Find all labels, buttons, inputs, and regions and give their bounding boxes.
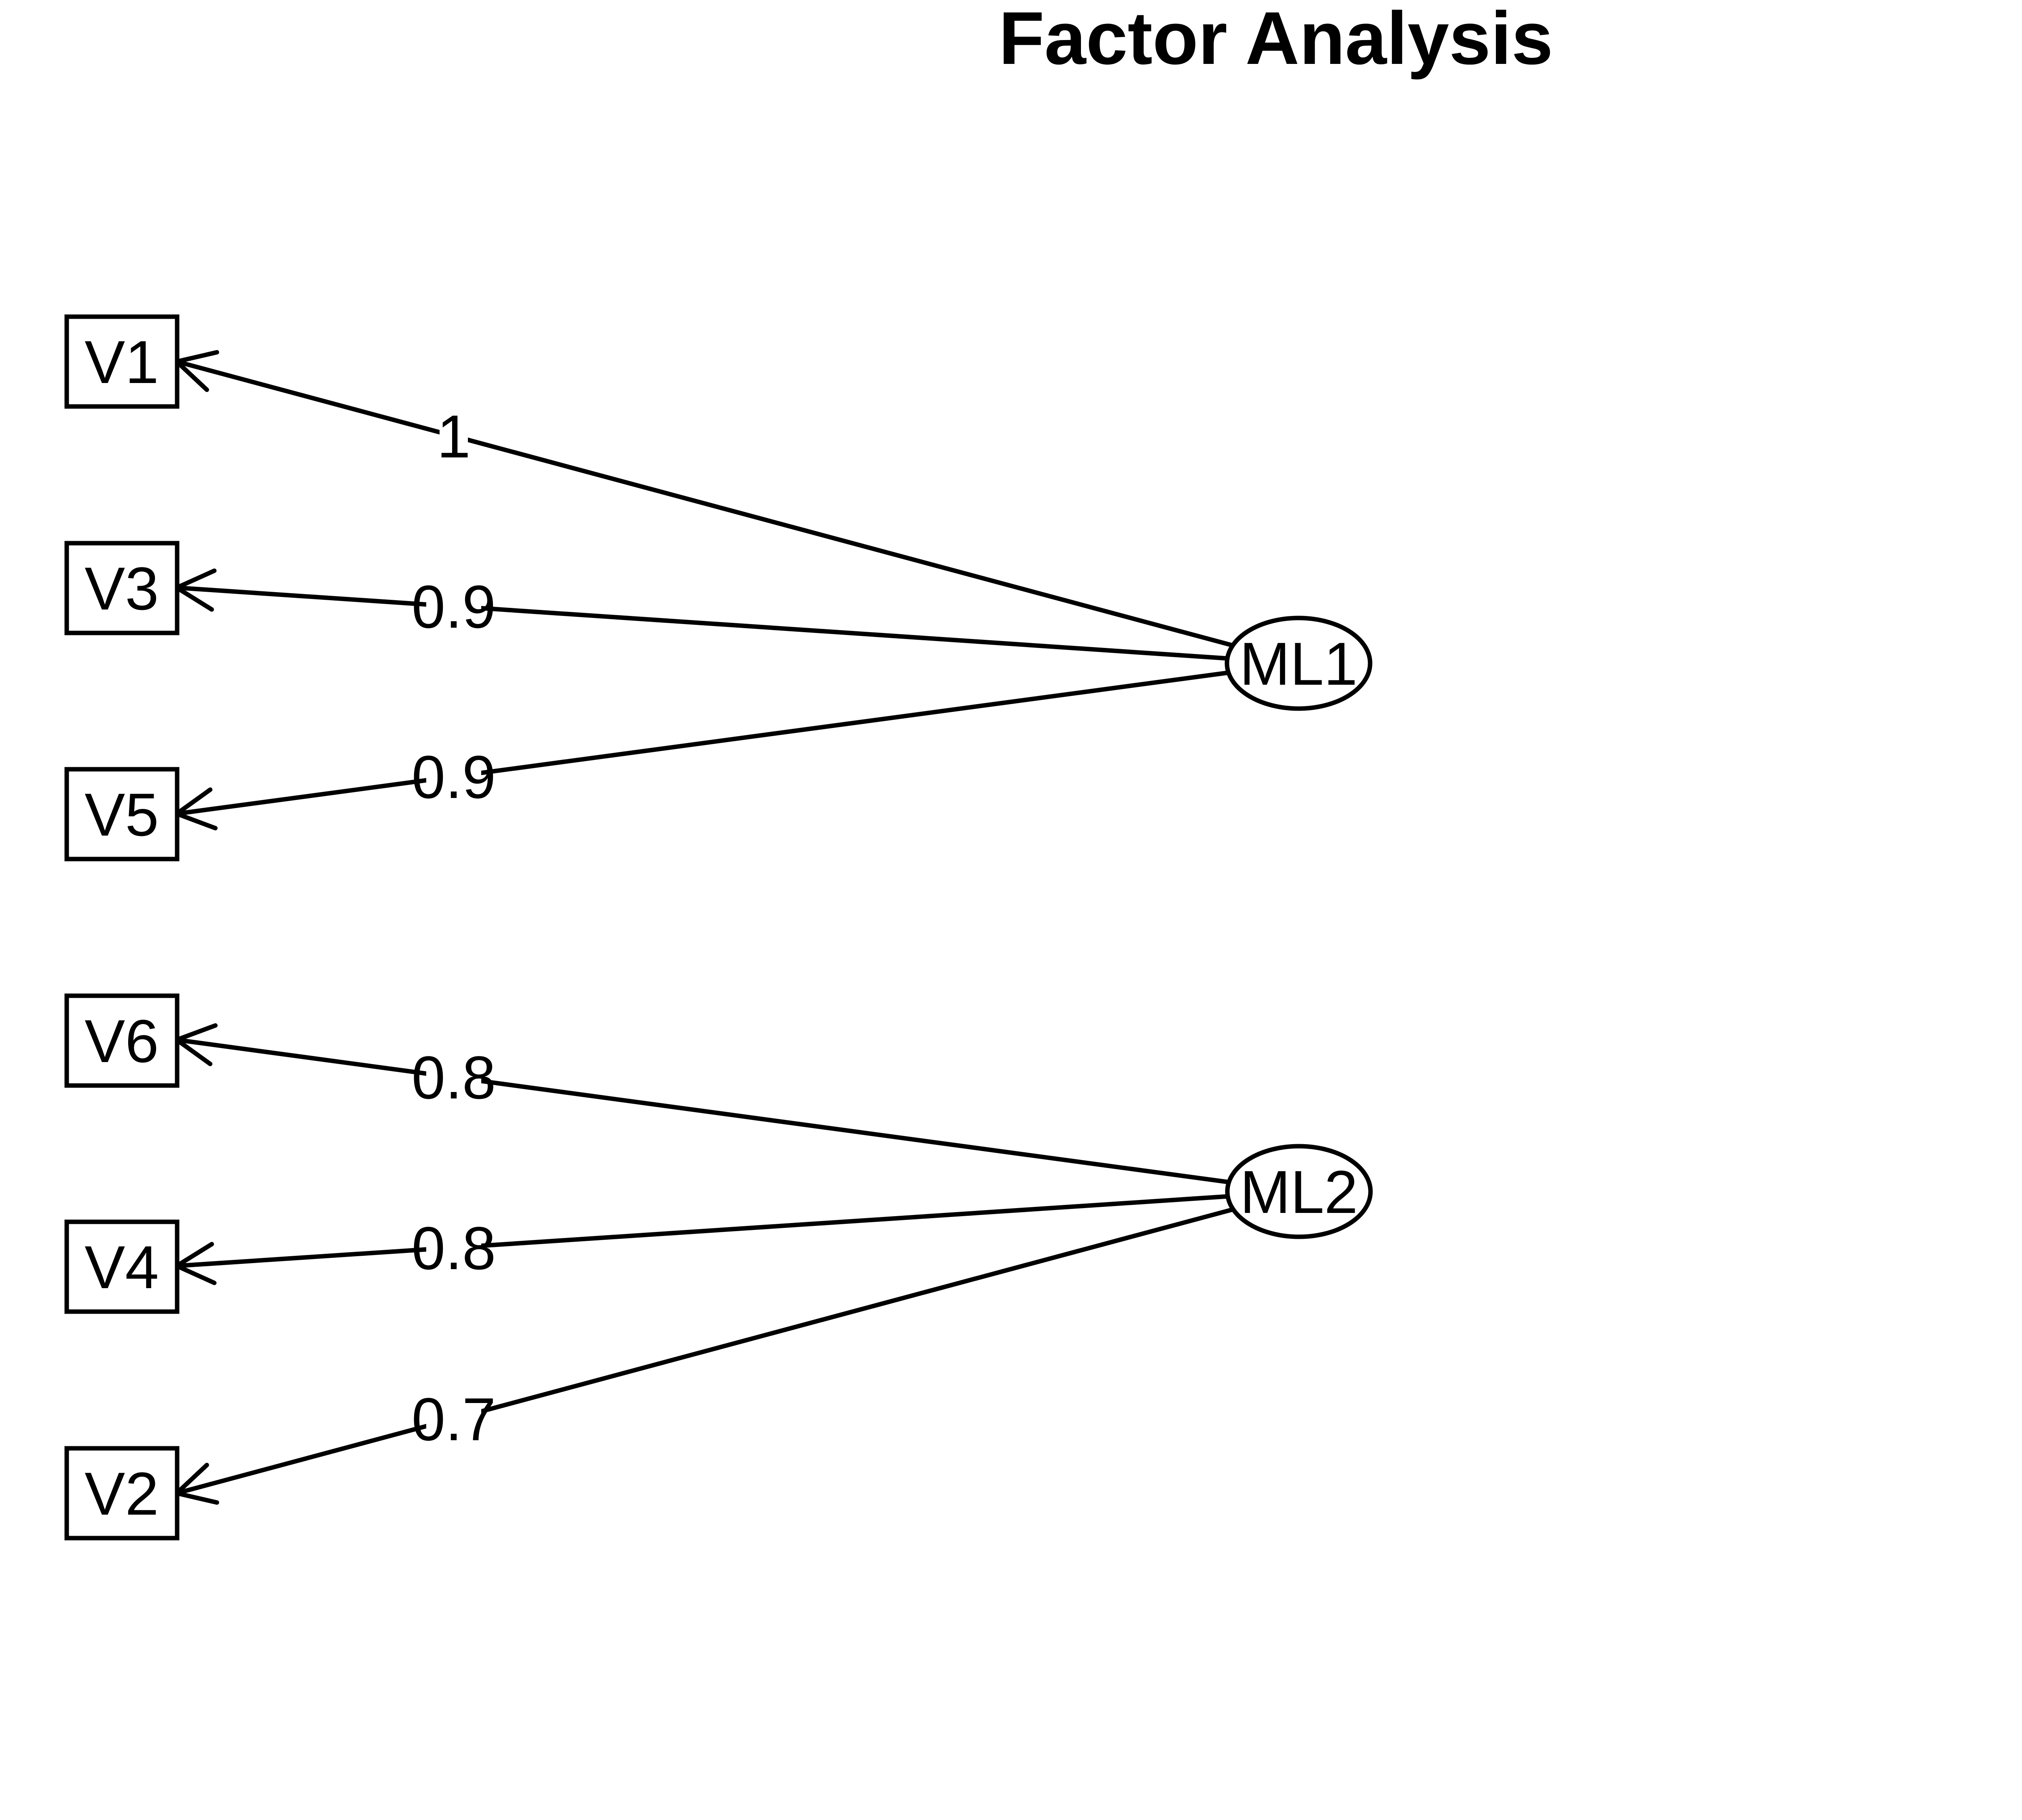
variable-label: V5 — [85, 781, 159, 849]
factor-ellipse — [1225, 1144, 1373, 1239]
variable-label: V1 — [85, 328, 159, 396]
variable-box — [64, 993, 180, 1088]
factor-node-ml1: ML1 — [1225, 616, 1373, 711]
variable-label: V6 — [85, 1007, 159, 1075]
loading-label-ml2-v4: 0.8 — [412, 1214, 496, 1282]
loading-arrow-ml2-v2 — [172, 1207, 1236, 1505]
loading-value: 0.9 — [412, 743, 496, 811]
loading-arrow-ml1-v3 — [172, 568, 1230, 661]
loading-arrow-ml2-v6 — [172, 1023, 1232, 1185]
loading-arrow-ml1-v1 — [172, 350, 1235, 648]
loading-arrow-ml2-v4 — [172, 1194, 1231, 1285]
variable-node-v1: V1 — [64, 314, 180, 409]
variable-node-v3: V3 — [64, 541, 180, 635]
variable-node-v4: V4 — [64, 1219, 180, 1314]
variable-box — [64, 1446, 180, 1541]
loading-label-bg — [426, 1395, 481, 1443]
loading-label-ml2-v2: 0.7 — [412, 1385, 496, 1453]
variable-box — [64, 767, 180, 861]
variable-label: V3 — [85, 554, 159, 622]
loading-label-bg — [426, 1053, 481, 1101]
variable-box — [64, 1219, 180, 1314]
loading-value: 0.9 — [412, 573, 496, 641]
variable-node-v2: V2 — [64, 1446, 180, 1541]
loading-arrow-ml1-v5 — [172, 670, 1231, 831]
loading-label-ml2-v6: 0.8 — [412, 1043, 496, 1111]
factor-label: ML2 — [1240, 1158, 1358, 1226]
loading-value: 1 — [437, 402, 470, 470]
factor-label: ML1 — [1239, 630, 1358, 698]
variable-box — [64, 541, 180, 635]
loading-label-ml1-v3: 0.9 — [412, 573, 496, 641]
variable-node-v5: V5 — [64, 767, 180, 861]
factor-ellipse — [1225, 616, 1373, 711]
loading-value: 0.7 — [412, 1385, 496, 1453]
variable-label: V4 — [85, 1233, 159, 1301]
loading-label-ml1-v5: 0.9 — [412, 743, 496, 811]
loading-label-bg — [440, 412, 468, 460]
loading-label-bg — [426, 752, 481, 801]
loading-value: 0.8 — [412, 1043, 496, 1111]
diagram-title: Factor Analysis — [999, 0, 1553, 80]
variable-label: V2 — [85, 1460, 159, 1528]
loading-label-ml1-v1: 1 — [437, 402, 470, 470]
variable-node-v6: V6 — [64, 993, 180, 1088]
variable-box — [64, 314, 180, 409]
loading-label-bg — [426, 1223, 481, 1272]
factor-node-ml2: ML2 — [1225, 1144, 1373, 1239]
loading-value: 0.8 — [412, 1214, 496, 1282]
loading-label-bg — [426, 582, 481, 631]
